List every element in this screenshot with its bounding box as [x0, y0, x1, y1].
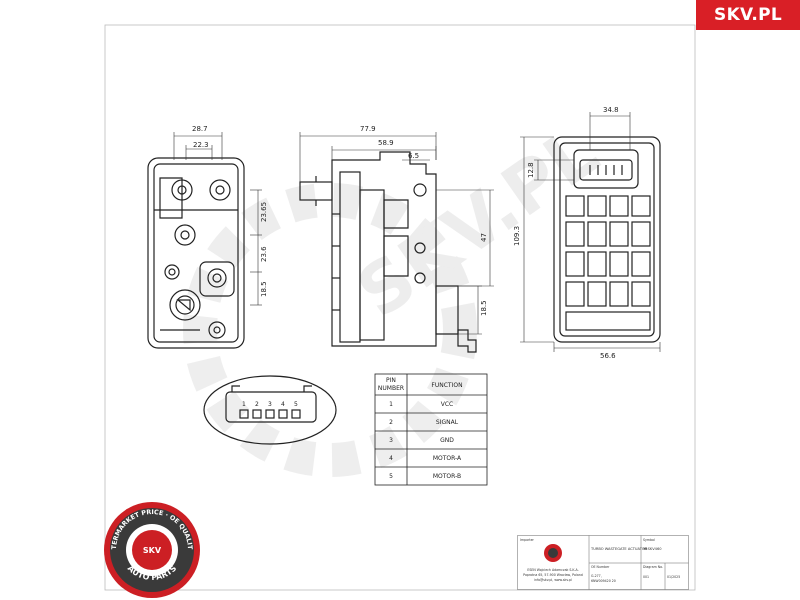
- dim-front-width-outer: 28.7: [192, 125, 208, 133]
- title-block: Importer ESEN Wojciech Adamczak S.K.A. P…: [517, 535, 689, 590]
- importer-line-2: Paprotna 65, 57-900 Wrocław, Poland: [523, 573, 583, 577]
- dim-front-h1: 23.65: [260, 202, 268, 222]
- function-header: FUNCTION: [431, 382, 462, 389]
- quality-seal: AFTERMARKET PRICE · OE QUALITY · AUTO PA…: [102, 500, 200, 598]
- dim-side-offset: 6.5: [408, 152, 419, 160]
- oe-label: OE Number: [591, 565, 610, 569]
- dim-front-h2: 23.6: [260, 246, 268, 262]
- pin-row-4-function: MOTOR-A: [433, 455, 462, 462]
- dim-side-lower: 18.5: [480, 300, 488, 316]
- symbol-label: Symbol: [643, 538, 655, 542]
- diagram-label: Diagram No.: [643, 565, 663, 569]
- dim-side-height: 47: [480, 233, 488, 242]
- pin-row-2-number: 2: [389, 419, 393, 426]
- diagram-value: 001: [643, 575, 649, 579]
- dim-side-body: 58.9: [378, 139, 394, 147]
- pin-row-1-function: VCC: [441, 401, 453, 408]
- pin-header-line1: PIN: [386, 377, 396, 384]
- pin-row-5-number: 5: [389, 473, 393, 480]
- product-name: TURBO WASTEGATE ACTUATOR: [590, 547, 648, 551]
- pin-row-3-number: 3: [389, 437, 393, 444]
- dim-back-top: 12.8: [527, 162, 535, 178]
- side-dimensions: [299, 132, 494, 335]
- pin-label-5: 5: [294, 401, 298, 408]
- dim-back-width: 56.6: [600, 352, 616, 360]
- pin-label-1: 1: [242, 401, 246, 408]
- dim-back-connector: 34.8: [603, 106, 619, 114]
- importer-line-1: ESEN Wojciech Adamczak S.K.A.: [527, 568, 578, 572]
- seal-center-text: SKV: [143, 546, 162, 555]
- date-value: 01/2025: [667, 575, 680, 579]
- dim-side-total: 77.9: [360, 125, 376, 133]
- brand-logo-text: SKV.PL: [714, 5, 782, 25]
- pin-row-5-function: MOTOR-B: [433, 473, 461, 480]
- pin-label-2: 2: [255, 401, 259, 408]
- pin-table-text: PIN NUMBER FUNCTION 1 VCC 2 SIGNAL 3 GND…: [378, 377, 463, 480]
- front-view: [147, 157, 245, 349]
- title-block-logo: [544, 544, 562, 562]
- back-view: [553, 136, 661, 343]
- pin-row-2-function: SIGNAL: [436, 419, 459, 426]
- back-dimensions: [520, 112, 661, 352]
- importer-label: Importer: [520, 538, 535, 542]
- importer-line-3: info@skv.pl, www.skv.pl: [534, 578, 572, 582]
- dim-front-width-inner: 22.3: [193, 141, 209, 149]
- connector-view: [203, 375, 337, 445]
- pin-row-1-number: 1: [389, 401, 393, 408]
- symbol-value: 95SKV460: [643, 547, 662, 551]
- front-dimensions: [173, 132, 262, 306]
- pin-row-4-number: 4: [389, 455, 393, 462]
- brand-logo: SKV.PL: [696, 0, 800, 30]
- dim-front-h3: 18.5: [260, 281, 268, 297]
- oe-line-2: 6NW009420 20: [591, 579, 616, 583]
- pin-row-3-function: GND: [440, 437, 454, 444]
- pin-label-3: 3: [268, 401, 272, 408]
- pin-label-4: 4: [281, 401, 285, 408]
- pin-table: [374, 373, 488, 486]
- drawing-frame: [104, 24, 696, 591]
- connector-pin-labels: 1 2 3 4 5: [242, 401, 298, 408]
- pin-header-line2: NUMBER: [378, 385, 404, 392]
- dim-back-height: 109.3: [513, 226, 521, 246]
- oe-line-1: G-277,: [591, 574, 602, 578]
